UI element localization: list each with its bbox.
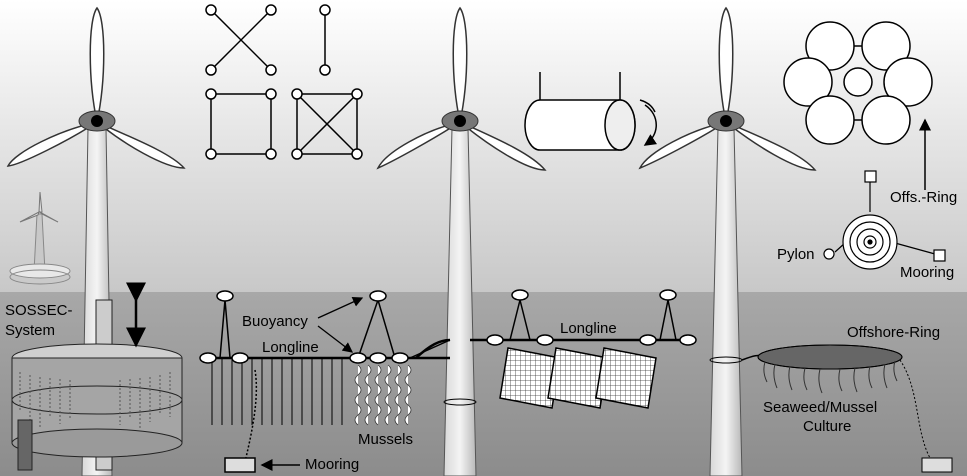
buoyancy-label: Buoyancy (242, 313, 308, 330)
mussels-label: Mussels (358, 431, 414, 448)
offshore-ring-culture (741, 344, 953, 473)
culture-label-line1: Seaweed/Mussel (763, 399, 878, 416)
mooring-left-label: Mooring (305, 456, 360, 473)
offshore-ring-label: Offshore-Ring (847, 324, 941, 341)
longline-middle-label: Longline (560, 320, 617, 337)
connection-schematics (205, 4, 363, 160)
wind-turbine-2 (376, 6, 547, 476)
mussel-strings (354, 364, 412, 426)
mooring-right-label: Mooring (900, 264, 955, 281)
longline-left (199, 290, 451, 473)
pylon-label: Pylon (777, 246, 815, 263)
sossec-label-line1: SOSSEC- (5, 302, 73, 319)
longline-left-label: Longline (262, 339, 319, 356)
sossec-label-line2: System (5, 322, 56, 339)
buoyancy-arrows (317, 297, 364, 353)
sossec-cage (11, 299, 183, 471)
tower-3-collar (709, 356, 743, 364)
offshore-ring-schematic (823, 170, 946, 270)
small-turbine-icon (9, 191, 71, 285)
ring-cluster-icon (783, 21, 933, 145)
wind-turbine-3 (638, 6, 817, 476)
offs-ring-label: Offs.-Ring (890, 189, 958, 206)
longline-middle (415, 289, 697, 409)
rotating-cylinder-icon (524, 72, 658, 151)
tower-2-collar (443, 398, 477, 406)
culture-label-line2: Culture (803, 418, 852, 435)
